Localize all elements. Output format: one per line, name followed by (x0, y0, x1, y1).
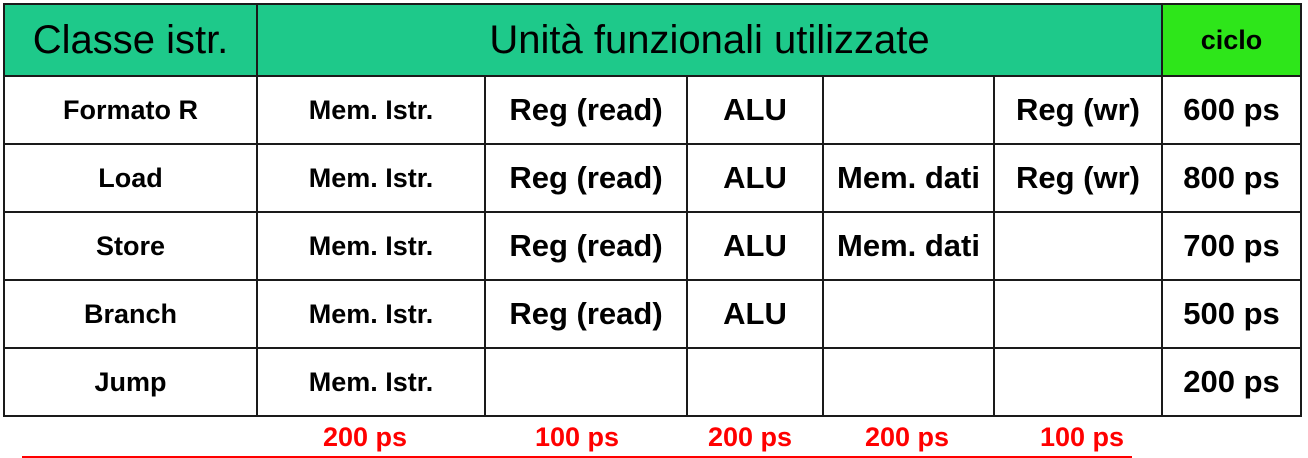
unit-cell (484, 347, 688, 417)
unit-cell: Reg (wr) (993, 143, 1163, 213)
unit-cell: Mem. Istr. (256, 143, 486, 213)
latency-row: 200 ps 100 ps 200 ps 200 ps 100 ps (0, 422, 1308, 458)
table-row-jump: Jump Mem. Istr. 200 ps (3, 347, 1302, 417)
unit-cell (822, 347, 995, 417)
unit-cell: Mem. dati (822, 143, 995, 213)
functional-units-table: Classe istr. Unità funzionali utilizzate… (3, 3, 1302, 417)
unit-cell (822, 279, 995, 349)
latency-reg-read: 100 ps (534, 422, 620, 452)
unit-cell: Mem. Istr. (256, 279, 486, 349)
unit-cell: ALU (686, 143, 824, 213)
unit-cell: Mem. Istr. (256, 211, 486, 281)
latency-mem-dati: 200 ps (864, 422, 950, 452)
table-row-load: Load Mem. Istr. Reg (read) ALU Mem. dati… (3, 143, 1302, 213)
row-cycle: 700 ps (1161, 211, 1302, 281)
row-cycle: 500 ps (1161, 279, 1302, 349)
unit-cell: Mem. Istr. (256, 347, 486, 417)
row-class: Formato R (3, 75, 258, 145)
unit-cell (686, 347, 824, 417)
unit-cell (993, 211, 1163, 281)
table-row-branch: Branch Mem. Istr. Reg (read) ALU 500 ps (3, 279, 1302, 349)
row-class: Store (3, 211, 258, 281)
unit-cell: ALU (686, 279, 824, 349)
header-cycle: ciclo (1161, 3, 1302, 77)
table-header-row: Classe istr. Unità funzionali utilizzate… (3, 3, 1302, 77)
row-cycle: 600 ps (1161, 75, 1302, 145)
unit-cell: Reg (wr) (993, 75, 1163, 145)
unit-cell: Reg (read) (484, 279, 688, 349)
table-row-formato-r: Formato R Mem. Istr. Reg (read) ALU Reg … (3, 75, 1302, 145)
units-table-container: Classe istr. Unità funzionali utilizzate… (3, 3, 1302, 417)
row-class: Load (3, 143, 258, 213)
latency-alu: 200 ps (707, 422, 793, 452)
table-row-store: Store Mem. Istr. Reg (read) ALU Mem. dat… (3, 211, 1302, 281)
unit-cell: Reg (read) (484, 75, 688, 145)
unit-cell: ALU (686, 211, 824, 281)
row-cycle: 200 ps (1161, 347, 1302, 417)
latency-mem-istr: 200 ps (322, 422, 408, 452)
latency-reg-wr: 100 ps (1039, 422, 1125, 452)
latency-underline (22, 456, 1132, 458)
header-class: Classe istr. (3, 3, 258, 77)
header-functional-units: Unità funzionali utilizzate (256, 3, 1163, 77)
unit-cell: Reg (read) (484, 211, 688, 281)
unit-cell (993, 279, 1163, 349)
unit-cell: Mem. Istr. (256, 75, 486, 145)
unit-cell (993, 347, 1163, 417)
unit-cell (822, 75, 995, 145)
row-cycle: 800 ps (1161, 143, 1302, 213)
unit-cell: Mem. dati (822, 211, 995, 281)
unit-cell: Reg (read) (484, 143, 688, 213)
row-class: Branch (3, 279, 258, 349)
unit-cell: ALU (686, 75, 824, 145)
row-class: Jump (3, 347, 258, 417)
